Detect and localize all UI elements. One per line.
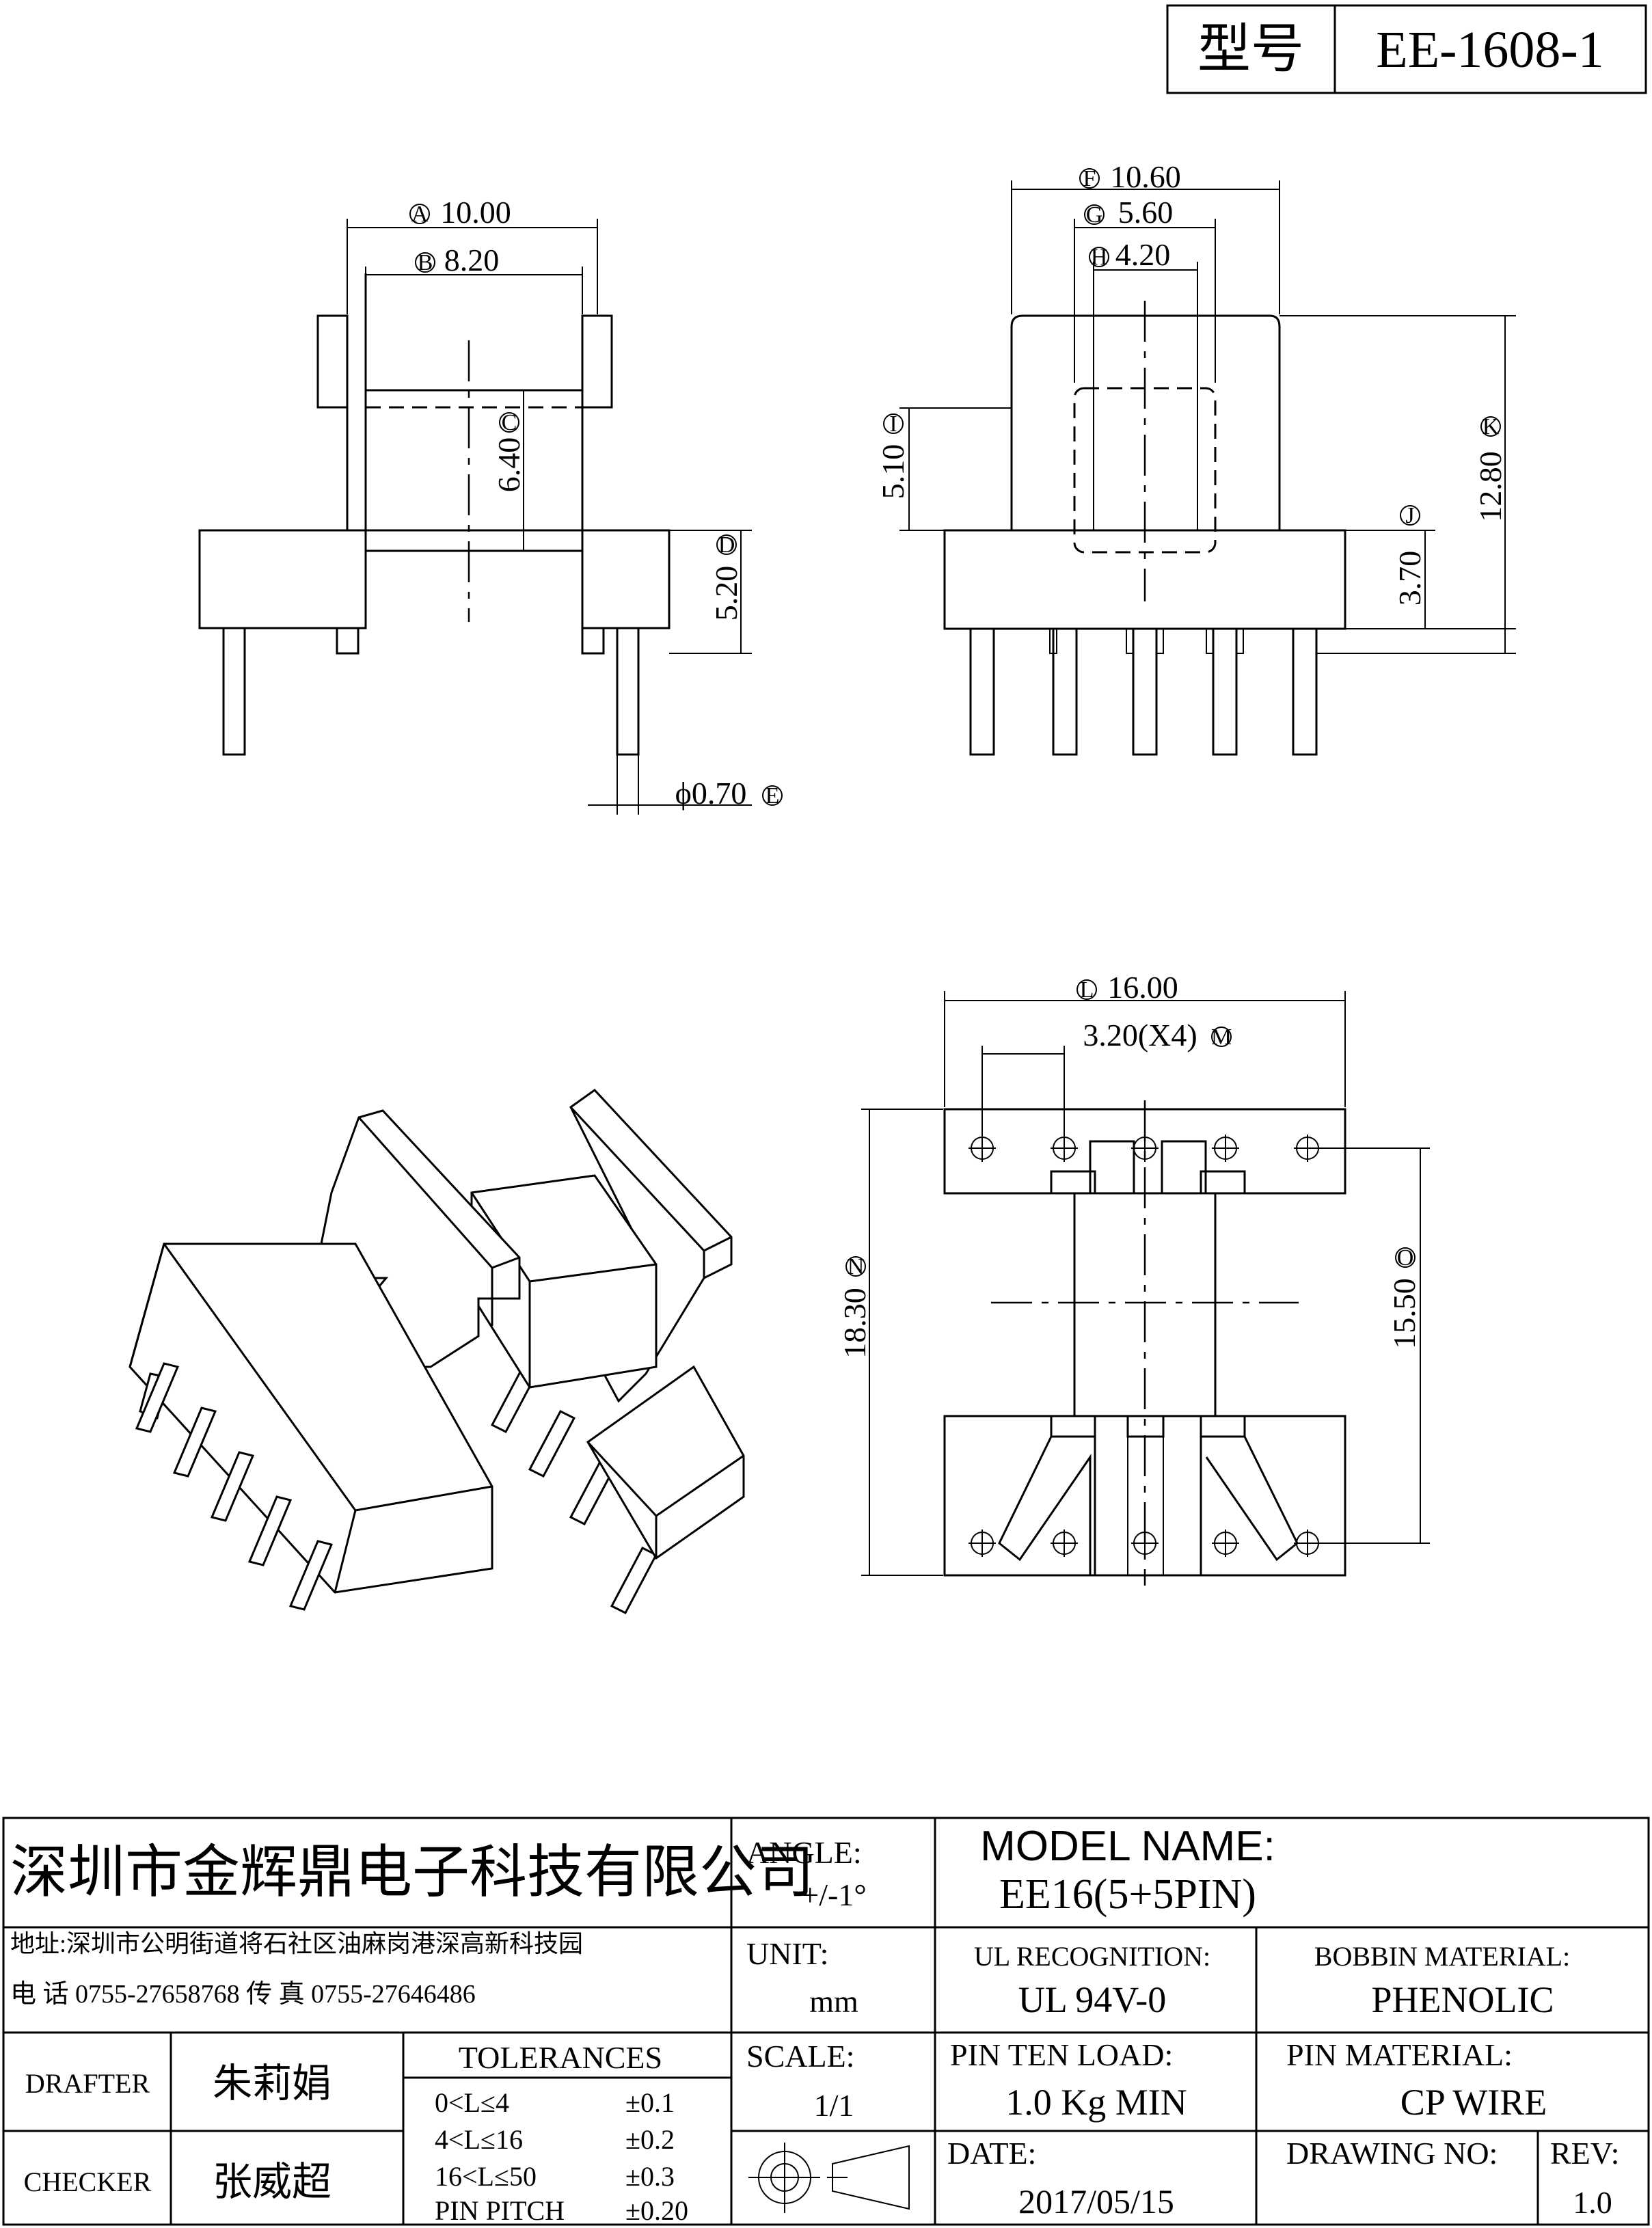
scale-label: SCALE: — [746, 2039, 854, 2074]
dim-e-value: ϕ0.70 — [675, 776, 747, 811]
dim-f-value: 10.60 — [1110, 159, 1181, 194]
side-view-dimensions: F 10.60 G 5.60 H 4.20 I 5.10 J 3.70 K 12… — [876, 159, 1516, 654]
dim-b-value: 8.20 — [444, 243, 500, 277]
drafter-label: DRAFTER — [25, 2068, 150, 2099]
checker-label: CHECKER — [24, 2166, 152, 2197]
tolerance-range-2: 4<L≤16 — [435, 2124, 523, 2155]
dim-g-letter: G — [1086, 202, 1103, 228]
bobbin-material-value: PHENOLIC — [1372, 1979, 1554, 2020]
dim-k-letter: K — [1482, 414, 1500, 439]
dim-j-value: 3.70 — [1392, 551, 1427, 606]
model-value: EE-1608-1 — [1376, 21, 1603, 79]
dim-a-letter: A — [411, 202, 429, 227]
dim-h-letter: H — [1091, 245, 1108, 270]
front-view-dimensions: A 10.00 B 8.20 C 6.40 D 5.20 ϕ0.70 E — [347, 195, 783, 815]
company-phone: 电 话 0755-27658768 传 真 0755-27646486 — [10, 1980, 476, 2009]
angle-label: ANGLE: — [746, 1835, 862, 1870]
bottom-view-dimensions: L 16.00 3.20(X4) M N 18.30 O 15.50 — [837, 970, 1430, 1576]
dim-m-letter: M — [1211, 1024, 1232, 1050]
unit-value: mm — [809, 1984, 858, 2019]
drafter-name: 朱莉娟 — [213, 2060, 331, 2106]
pin-load-label: PIN TEN LOAD: — [950, 2037, 1173, 2072]
pin-load-value: 1.0 Kg MIN — [1005, 2082, 1187, 2123]
tolerance-value-1: ±0.1 — [625, 2087, 675, 2118]
model-label: 型号 — [1197, 19, 1304, 79]
dim-o-value: 15.50 — [1387, 1278, 1422, 1349]
dim-d-letter: D — [718, 532, 735, 558]
rev-label: REV: — [1550, 2136, 1619, 2171]
dim-f-letter: F — [1083, 166, 1096, 191]
model-name-value: EE16(5+5PIN) — [999, 1871, 1256, 1918]
dim-i-value: 5.10 — [876, 444, 910, 500]
tolerance-value-4: ±0.20 — [625, 2195, 688, 2226]
scale-value: 1/1 — [814, 2088, 854, 2123]
isometric-view — [128, 1089, 745, 1614]
model-header: 型号 EE-1608-1 — [1166, 4, 1647, 94]
ul-recognition-value: UL 94V-0 — [1018, 1979, 1167, 2020]
dim-j-letter: J — [1405, 503, 1414, 528]
dim-i-letter: I — [889, 411, 897, 437]
company-address: 地址:深圳市公明街道将石社区油麻岗港深高新科技园 — [10, 1930, 583, 1957]
bobbin-material-label: BOBBIN MATERIAL: — [1314, 1941, 1570, 1972]
dim-c-letter: C — [502, 410, 517, 435]
angle-value: +/-1° — [801, 1877, 866, 1912]
dim-n-letter: N — [848, 1254, 865, 1279]
date-value: 2017/05/15 — [1018, 2182, 1174, 2220]
tolerance-value-3: ±0.3 — [625, 2161, 675, 2192]
company-name: 深圳市金辉鼎电子科技有限公司 — [10, 1838, 814, 1905]
dim-a-value: 10.00 — [440, 195, 511, 230]
rev-value: 1.0 — [1573, 2185, 1612, 2220]
checker-name: 张威超 — [213, 2158, 331, 2205]
title-block: 深圳市金辉鼎电子科技有限公司 地址:深圳市公明街道将石社区油麻岗港深高新科技园 … — [2, 1817, 1650, 2226]
side-view — [943, 301, 1346, 756]
dim-e-letter: E — [766, 783, 780, 809]
dim-l-value: 16.00 — [1107, 970, 1178, 1005]
tolerances-label: TOLERANCES — [459, 2040, 662, 2075]
pin-material-label: PIN MATERIAL: — [1286, 2037, 1513, 2072]
dim-l-letter: L — [1080, 977, 1094, 1003]
tolerance-range-3: 16<L≤50 — [435, 2161, 537, 2192]
tolerance-range-1: 0<L≤4 — [435, 2087, 509, 2118]
tolerance-range-4: PIN PITCH — [435, 2195, 565, 2226]
tolerance-value-2: ±0.2 — [625, 2124, 675, 2155]
bottom-view — [943, 1100, 1346, 1586]
dim-k-value: 12.80 — [1473, 451, 1508, 522]
dim-c-value: 6.40 — [491, 437, 526, 493]
date-label: DATE: — [947, 2136, 1036, 2171]
front-view — [198, 273, 671, 756]
drawing-no-label: DRAWING NO: — [1286, 2136, 1498, 2171]
pin-material-value: CP WIRE — [1400, 2082, 1547, 2123]
dim-d-value: 5.20 — [709, 566, 744, 621]
dim-h-value: 4.20 — [1115, 237, 1171, 272]
dim-o-letter: O — [1397, 1245, 1414, 1271]
projection-symbol-icon — [748, 2143, 910, 2213]
dim-m-value: 3.20(X4) — [1083, 1018, 1197, 1052]
dim-b-letter: B — [418, 250, 433, 275]
dim-n-value: 18.30 — [837, 1288, 872, 1359]
ul-recognition-label: UL RECOGNITION: — [974, 1941, 1210, 1972]
dim-g-value: 5.60 — [1118, 195, 1174, 230]
model-name-label: MODEL NAME: — [980, 1823, 1275, 1870]
unit-label: UNIT: — [746, 1936, 828, 1971]
